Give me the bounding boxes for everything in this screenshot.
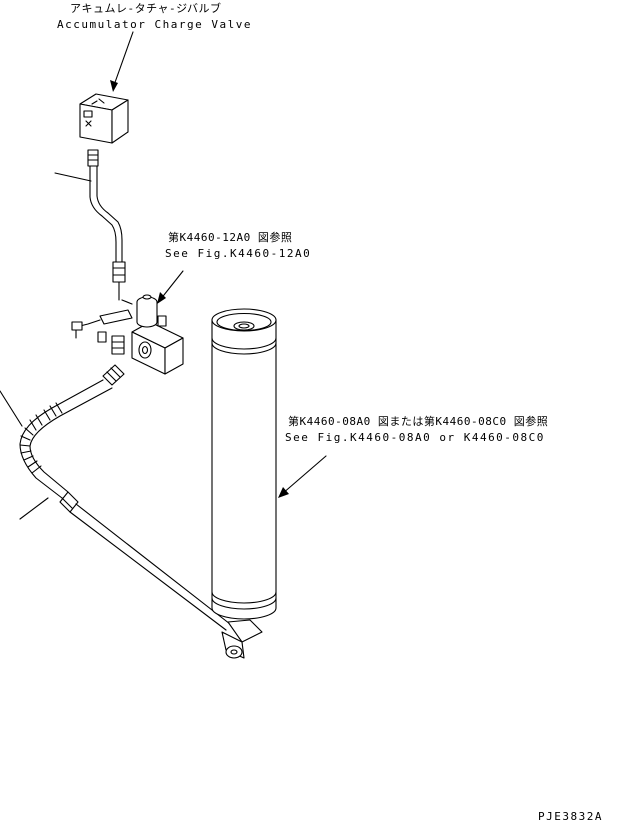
- leader-hose-lower: [19, 497, 49, 520]
- manifold-ref-label-jp: 第K4460-12A0 図参照: [168, 231, 293, 244]
- accumulator-ref-label-en: See Fig.K4460-08A0 or K4460-08C0: [285, 431, 545, 444]
- drawing-code: PJE3832A: [538, 810, 603, 823]
- valve-manifold: [71, 294, 184, 375]
- leader-manifold: [157, 270, 184, 304]
- accumulator-cylinder: [211, 308, 277, 659]
- manifold-ref-label-en: See Fig.K4460-12A0: [165, 247, 312, 260]
- accumulator-valve-label-jp: アキュムレ-タチャ-ジバルブ: [70, 2, 222, 15]
- accumulator-valve-label-en: Accumulator Charge Valve: [57, 18, 252, 31]
- leader-accumulator: [278, 455, 327, 498]
- main-hose: [19, 364, 231, 631]
- leader-accumulator-valve: [110, 31, 134, 92]
- leader-upper-hose: [54, 172, 92, 182]
- upper-hose: [89, 165, 126, 301]
- leader-hose-wrap: [0, 390, 23, 427]
- accumulator-ref-label-jp: 第K4460-08A0 図または第K4460-08C0 図参照: [288, 415, 549, 428]
- accumulator-charge-valve: [79, 93, 129, 167]
